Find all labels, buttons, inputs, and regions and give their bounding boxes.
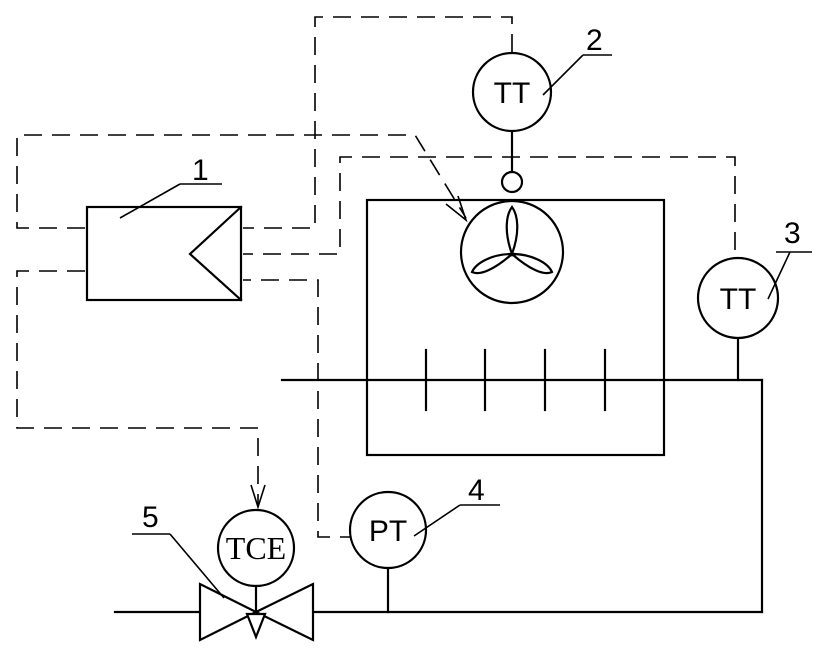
signal-pt-controller [243,279,358,538]
tt2-label: TT [494,77,531,110]
controller-box [85,205,243,302]
signal-tt2-controller [243,16,513,229]
signal-tt3-controller [243,156,736,255]
tt3-number: 3 [784,217,801,250]
pt-leader [413,504,461,537]
tt2-number: 2 [586,24,603,57]
signal-controller-tce [16,270,259,505]
fan-icon [459,199,565,305]
controller: 1 [85,154,243,302]
controller-number: 1 [192,154,209,187]
valve-number: 5 [142,501,159,534]
valve-body-right [253,582,315,642]
control-valve: TCE 5 [132,501,315,642]
pressure-transmitter: PT 4 [348,474,500,570]
valve-plug [245,612,267,641]
tce-label: TCE [226,530,286,566]
signal-controller-fan [16,134,467,229]
temperature-transmitter-2: TT 2 [471,24,612,133]
tt2-leader [542,54,584,96]
heater-fins [424,348,607,412]
fan-signal-arrowhead [445,195,468,223]
controller-leader [119,183,181,219]
sensor-bulb [500,170,524,194]
tce-signal-arrowhead [250,484,266,510]
tt3-label: TT [720,283,757,316]
process-line [113,336,764,614]
pt-label: PT [369,515,407,548]
chamber-box [365,198,666,457]
valve-body-left [198,582,259,642]
pt-number: 4 [468,474,485,507]
chamber [280,130,764,457]
signal-lines [16,16,736,538]
tt3-leader [767,251,791,300]
temperature-transmitter-3: TT 3 [696,217,812,340]
controller-chevron [188,205,243,302]
valve-leader [169,533,225,599]
